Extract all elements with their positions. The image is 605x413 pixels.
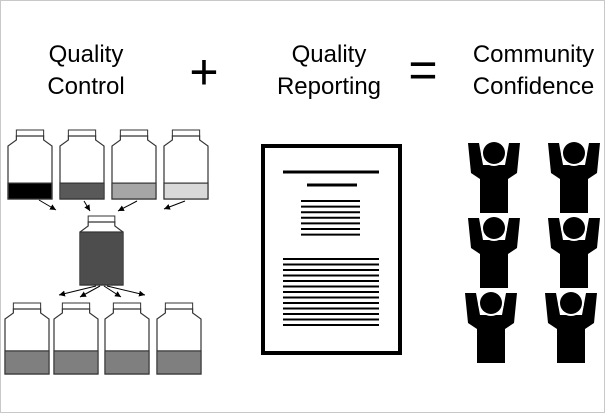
output-jar-3-fill bbox=[105, 350, 149, 374]
source-jar-2-fill bbox=[60, 183, 104, 199]
quality-control-heading: Quality Control bbox=[21, 39, 151, 103]
source-jar-3 bbox=[111, 129, 157, 200]
quality-control-heading-line1: Quality bbox=[48, 41, 124, 68]
report-summary-lines bbox=[301, 200, 360, 236]
person-arms-raised-icon bbox=[468, 216, 520, 288]
mixed-jar bbox=[79, 215, 124, 286]
community-confidence-heading: Community Confidence bbox=[456, 39, 604, 103]
output-jar-1 bbox=[4, 302, 50, 375]
community-confidence-heading-line2: Confidence bbox=[472, 73, 595, 100]
split-arrow-1 bbox=[58, 285, 97, 297]
source-jar-1-fill bbox=[8, 183, 52, 199]
output-jar-2-fill bbox=[54, 350, 98, 374]
report-document-icon bbox=[261, 144, 402, 355]
quality-reporting-heading-line2: Reporting bbox=[276, 73, 382, 100]
report-body-lines bbox=[283, 258, 379, 326]
split-arrow-3 bbox=[103, 285, 122, 298]
person-arms-raised-icon bbox=[465, 291, 517, 363]
source-jar-2 bbox=[59, 129, 105, 200]
plus-sign: + bbox=[189, 44, 219, 100]
community-confidence-heading-line1: Community bbox=[472, 41, 595, 68]
quality-control-diagram bbox=[4, 129, 209, 375]
output-jar-4 bbox=[156, 302, 202, 375]
person-arms-raised-icon bbox=[548, 216, 600, 288]
split-arrow-4 bbox=[106, 285, 146, 297]
source-jar-1 bbox=[7, 129, 53, 200]
output-jar-1-fill bbox=[5, 350, 49, 374]
mix-arrow-2 bbox=[83, 200, 91, 212]
mix-arrow-4 bbox=[163, 200, 186, 210]
quality-reporting-heading-line1: Quality bbox=[291, 41, 367, 68]
quality-reporting-heading: Quality Reporting bbox=[259, 39, 399, 103]
source-jar-4 bbox=[163, 129, 209, 200]
mix-arrow-1 bbox=[38, 199, 57, 211]
output-jar-2 bbox=[53, 302, 99, 375]
mix-arrow-3 bbox=[117, 200, 138, 212]
output-jar-4-fill bbox=[157, 350, 201, 374]
source-jar-4-fill bbox=[164, 183, 208, 199]
person-arms-raised-icon bbox=[468, 141, 520, 213]
equals-sign: = bbox=[408, 42, 438, 98]
community-people bbox=[465, 141, 600, 363]
person-arms-raised-icon bbox=[545, 291, 597, 363]
person-arms-raised-icon bbox=[548, 141, 600, 213]
source-jar-3-fill bbox=[112, 183, 156, 199]
output-jar-3 bbox=[104, 302, 150, 375]
split-arrow-2 bbox=[79, 285, 101, 298]
mixed-jar-fill bbox=[80, 232, 123, 285]
quality-control-heading-line2: Control bbox=[47, 73, 125, 100]
